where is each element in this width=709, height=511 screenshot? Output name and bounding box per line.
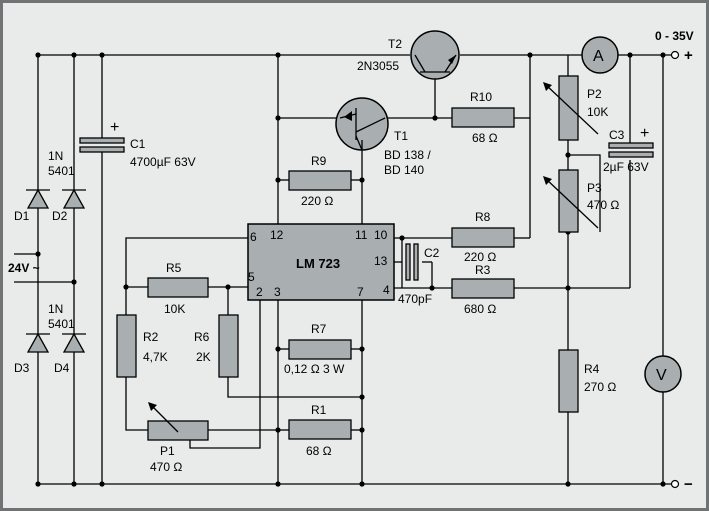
p3-value: 470 Ω [587, 198, 619, 212]
ammeter: A [581, 36, 619, 74]
transistor-t1: T1 BD 138 /BD 140 [335, 97, 431, 177]
output-terminals: 0 - 35V + − [655, 29, 694, 493]
r9-name: R9 [311, 154, 327, 168]
resistor-r7: R7 0,12 Ω 3 W [284, 322, 352, 376]
r7-value: 0,12 Ω 3 W [284, 362, 345, 376]
r5-name: R5 [166, 261, 182, 275]
c1-name: C1 [130, 137, 146, 151]
capacitor-c1: + C1 4700µF 63V [79, 119, 196, 169]
junction-dots [35, 52, 666, 487]
output-minus-terminal[interactable] [670, 479, 680, 489]
ic-pin-2: 2 [256, 285, 263, 299]
p2-value: 10K [587, 105, 608, 119]
resistor-r1: R1 68 Ω [288, 403, 352, 458]
ic-pin-6: 6 [250, 230, 257, 244]
resistor-r8: R8 220 Ω [451, 210, 515, 264]
c1-value: 4700µF 63V [130, 155, 196, 169]
output-range-label: 0 - 35V [655, 29, 694, 43]
r6-name: R6 [194, 330, 210, 344]
r8-value: 220 Ω [464, 250, 496, 264]
ic-pin-3: 3 [274, 285, 281, 299]
ic-label: LM 723 [296, 256, 340, 271]
r4-value: 270 Ω [584, 380, 616, 394]
p3-name: P3 [587, 181, 602, 195]
c3-plus: + [640, 125, 649, 142]
ic-pin-4: 4 [383, 283, 390, 297]
potentiometer-p2: P2 10K [543, 75, 608, 141]
ammeter-label: A [593, 48, 604, 65]
c1-plus: + [110, 119, 119, 136]
c3-value: 2µF 63V [603, 160, 649, 174]
t2-name: T2 [388, 37, 402, 51]
r10-name: R10 [470, 90, 492, 104]
p2-name: P2 [587, 87, 602, 101]
ic-pin-11: 11 [355, 228, 368, 242]
diode-d4: D4 [54, 332, 86, 375]
r6-value: 2K [196, 350, 211, 364]
capacitor-c3: + C3 2µF 63V [603, 125, 654, 174]
ac-input-label: 24V ~ [8, 261, 40, 275]
diode-d2: D2 [52, 188, 86, 223]
resistor-r10: R10 68 Ω [451, 90, 515, 145]
t1-name: T1 [394, 129, 408, 143]
ic-lm723: LM 723 6 12 11 10 13 5 2 3 7 4 [247, 223, 395, 301]
resistor-r6: R6 2K [194, 314, 239, 378]
diode-d3: D3 [14, 332, 50, 375]
resistor-r5: R5 10K [147, 261, 209, 316]
ic-pin-12: 12 [270, 228, 284, 242]
output-plus-label: + [684, 47, 693, 64]
resistor-r9: R9 220 Ω [288, 154, 352, 208]
resistor-r4: R4 270 Ω [558, 349, 616, 413]
r3-name: R3 [475, 263, 491, 277]
transistor-t2: T2 2N3055 [357, 30, 460, 80]
p1-value: 470 Ω [150, 460, 182, 474]
voltmeter: V [644, 355, 682, 393]
d4-label: D4 [54, 361, 70, 375]
d2-label: D2 [52, 209, 68, 223]
r3-value: 680 Ω [464, 302, 496, 316]
c2-value: 470pF [398, 292, 432, 306]
ic-pin-10: 10 [374, 228, 388, 242]
r5-value: 10K [164, 302, 185, 316]
p1-name: P1 [160, 444, 175, 458]
t2-value: 2N3055 [357, 59, 399, 73]
r7-name: R7 [311, 322, 327, 336]
potentiometer-p1: P1 470 Ω [147, 402, 209, 474]
c2-name: C2 [424, 246, 440, 260]
output-minus-label: − [684, 476, 693, 493]
ic-pin-7: 7 [357, 285, 364, 299]
capacitor-c2: C2 470pF [398, 243, 440, 306]
r8-name: R8 [475, 210, 491, 224]
r1-name: R1 [311, 403, 327, 417]
resistor-r2: R2 4,7K [116, 314, 168, 378]
ic-pin-5: 5 [248, 270, 255, 284]
resistor-r3: R3 680 Ω [451, 263, 515, 316]
d1-label: D1 [14, 209, 30, 223]
r4-name: R4 [584, 362, 600, 376]
r9-value: 220 Ω [301, 194, 333, 208]
diode-d1: D1 [14, 188, 50, 223]
r2-value: 4,7K [143, 350, 168, 364]
ic-pin-13: 13 [374, 254, 388, 268]
potentiometer-p3: P3 470 Ω [543, 169, 619, 233]
r10-value: 68 Ω [472, 131, 498, 145]
r2-name: R2 [143, 330, 159, 344]
voltmeter-label: V [656, 367, 667, 384]
r1-value: 68 Ω [306, 444, 332, 458]
d3-label: D3 [14, 361, 30, 375]
output-plus-terminal[interactable] [670, 50, 680, 60]
c3-name: C3 [609, 128, 625, 142]
t1-value: BD 138 /BD 140 [384, 148, 431, 177]
